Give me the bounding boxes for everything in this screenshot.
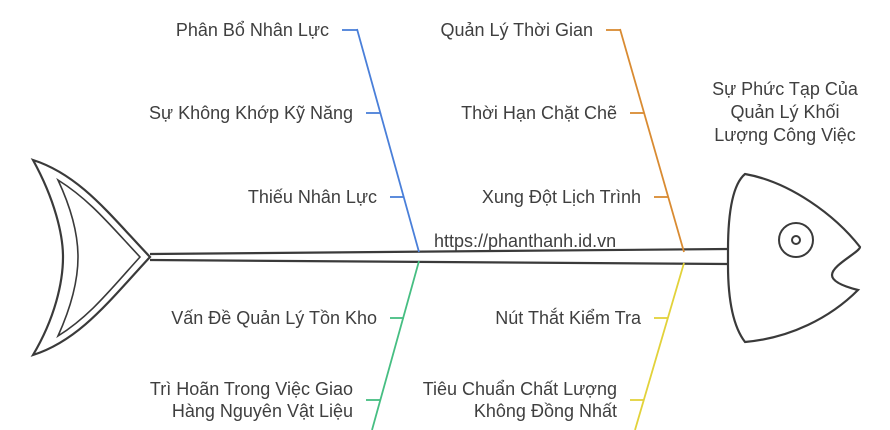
cause-label-line: Tiêu Chuẩn Chất Lượng (422, 379, 617, 399)
fish-tail (30, 158, 152, 357)
fish-eye (778, 222, 814, 258)
fish-spine-top (149, 247, 729, 256)
cause-label-line: Hàng Nguyên Vật Liệu (171, 401, 353, 421)
cause-label: Xung Đột Lịch Trình (481, 187, 641, 207)
effect-title-line: Quản Lý Khối (730, 102, 840, 122)
watermark-text: https://phanthanh.id.vn (434, 231, 617, 251)
branch-line-bottom-left (371, 260, 420, 430)
cause-label-line: Trì Hoãn Trong Việc Giao (149, 379, 353, 399)
cause-label: Phân Bổ Nhân Lực (175, 20, 329, 40)
branch-line-bottom-right (634, 262, 685, 430)
cause-label: Sự Không Khớp Kỹ Năng (149, 103, 353, 123)
cause-label-line: Không Đồng Nhất (473, 401, 617, 421)
fish-head (726, 172, 862, 344)
cause-label: Thiếu Nhân Lực (247, 187, 377, 207)
cause-label: Trì Hoãn Trong Việc Giao Hàng Nguyên Vật… (150, 378, 353, 422)
cause-label: Thời Hạn Chặt Chẽ (461, 103, 617, 123)
cause-label: Nút Thắt Kiểm Tra (495, 308, 641, 328)
effect-title: Sự Phức Tạp Của Quản Lý Khối Lượng Công … (700, 78, 870, 147)
cause-label: Vấn Đề Quản Lý Tồn Kho (171, 308, 377, 328)
cause-label: Quản Lý Thời Gian (440, 20, 593, 40)
cause-label: Tiêu Chuẩn Chất Lượng Không Đồng Nhất (423, 378, 617, 422)
fish-spine-bottom (149, 258, 729, 266)
fish-pupil (791, 235, 801, 245)
effect-title-line: Lượng Công Việc (714, 125, 856, 145)
fish-tail-inner (56, 177, 142, 339)
effect-title-line: Sự Phức Tạp Của (712, 79, 858, 99)
branch-line-top-left (356, 28, 420, 253)
branch-line-top-right (619, 28, 685, 253)
